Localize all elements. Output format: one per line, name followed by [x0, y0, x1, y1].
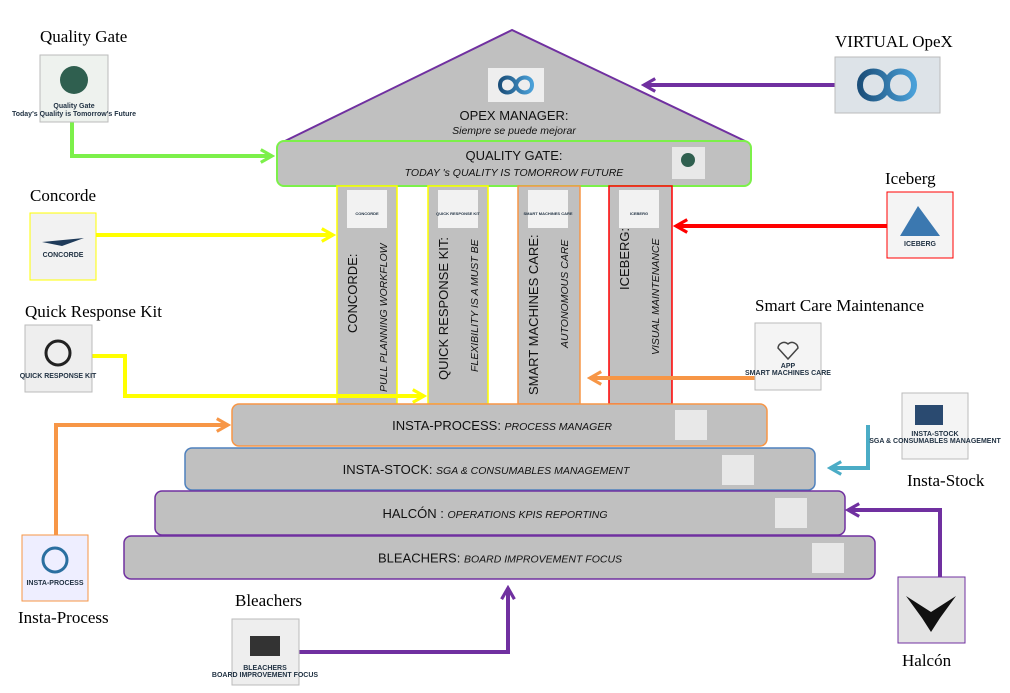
connector-arrows: [54, 77, 942, 654]
label-insta-process: Insta-Process: [18, 608, 109, 627]
step-label: INSTA-STOCK: SGA & CONSUMABLES MANAGEMEN…: [343, 462, 631, 477]
step-subtitle: PROCESS MANAGER: [505, 421, 613, 433]
step-subtitle: OPERATIONS KPIS REPORTING: [447, 509, 607, 521]
quality-gate-subtitle: TODAY 's QUALITY IS TOMORROW FUTURE: [405, 167, 625, 179]
arrow-insta-stock: [826, 425, 870, 476]
svg-text:SMART MACHINES CARE: SMART MACHINES CARE: [523, 211, 572, 216]
pillar-logo: [347, 190, 387, 228]
step-subtitle: SGA & CONSUMABLES MANAGEMENT: [436, 465, 631, 477]
hawk-icon: [906, 596, 956, 632]
step-label: BLEACHERS: BOARD IMPROVEMENT FOCUS: [378, 551, 622, 566]
thumb-insta-stock: [901, 392, 969, 460]
pillar-4: ICEBERG ICEBERG: VISUAL MAINTENANCE: [608, 185, 673, 405]
svg-text:SGA & CONSUMABLES MANAGEMENT: SGA & CONSUMABLES MANAGEMENT: [869, 438, 1001, 445]
step-logo: [675, 410, 707, 440]
step-subtitle: BOARD IMPROVEMENT FOCUS: [464, 554, 622, 566]
step-1: INSTA-PROCESS: PROCESS MANAGER: [231, 403, 768, 447]
foundation-steps: INSTA-PROCESS: PROCESS MANAGER INSTA-STOC…: [123, 403, 876, 580]
arrow-quality-gate: [70, 122, 276, 164]
svg-text:CONCORDE: CONCORDE: [355, 211, 379, 216]
label-concorde: Concorde: [30, 186, 96, 205]
svg-text:CONCORDE: CONCORDE: [43, 252, 84, 259]
arrow-insta-process: [54, 417, 232, 535]
label-virtual-opex: VIRTUAL OpeX: [835, 32, 953, 51]
step-title: INSTA-PROCESS:: [392, 418, 504, 433]
pillar-title: SMART MACHINES CARE:: [526, 234, 541, 395]
roof-opex-manager: OPEX MANAGER: Siempre se puede mejorar: [284, 28, 746, 142]
svg-text:Quality Gate: Quality Gate: [53, 103, 94, 110]
label-iceberg: Iceberg: [885, 169, 936, 188]
svg-text:Today's Quality is Tomorrow's: Today's Quality is Tomorrow's Future: [12, 111, 136, 118]
infinity-icon: [856, 68, 918, 102]
pillar-logo: [438, 190, 478, 228]
label-halcon: Halcón: [902, 651, 952, 670]
roof-subtitle: Siempre se puede mejorar: [452, 125, 576, 137]
step-title: HALCÓN :: [382, 506, 447, 521]
svg-text:QUICK RESPONSE KIT: QUICK RESPONSE KIT: [436, 211, 480, 216]
label-bleachers: Bleachers: [235, 591, 302, 610]
svg-text:SMART MACHINES CARE: SMART MACHINES CARE: [745, 370, 831, 377]
svg-text:BLEACHERS: BLEACHERS: [243, 665, 287, 672]
pillars: CONCORDE CONCORDE: PULL PLANNING WORKFLOW Q…: [336, 185, 673, 405]
thumb-insta-process: [21, 534, 89, 602]
step-3: HALCÓN : OPERATIONS KPIS REPORTING: [154, 490, 846, 536]
thumb-concorde: [29, 212, 97, 281]
roof-title: OPEX MANAGER:: [459, 108, 568, 123]
label-insta-stock: Insta-Stock: [907, 471, 985, 490]
pillar-subtitle: AUTONOMOUS CARE: [559, 239, 571, 349]
svg-text:QUICK RESPONSE KIT: QUICK RESPONSE KIT: [20, 373, 97, 380]
svg-text:BOARD IMPROVEMENT FOCUS: BOARD IMPROVEMENT FOCUS: [212, 672, 319, 679]
step-logo: [812, 543, 844, 573]
svg-text:INSTA-STOCK: INSTA-STOCK: [911, 431, 958, 438]
pillar-subtitle: VISUAL MAINTENANCE: [650, 238, 662, 355]
svg-text:APP: APP: [781, 363, 796, 370]
label-smart-care-maintenance: Smart Care Maintenance: [755, 296, 924, 315]
pillar-title: CONCORDE:: [345, 254, 360, 333]
step-title: INSTA-STOCK:: [343, 462, 436, 477]
step-title: BLEACHERS:: [378, 551, 464, 566]
label-quick-response-kit: Quick Response Kit: [25, 302, 162, 321]
pillar-subtitle: PULL PLANNING WORKFLOW: [378, 242, 390, 392]
infinity-icon: [497, 75, 535, 95]
arrow-halcon: [844, 502, 942, 577]
step-logo: [775, 498, 807, 528]
arrow-qrk: [92, 354, 428, 404]
thumb-smart-care: [754, 322, 822, 391]
svg-text:INSTA-PROCESS: INSTA-PROCESS: [26, 580, 83, 587]
pillar-title: QUICK RESPONSE KIT:: [436, 237, 451, 380]
step-label: INSTA-PROCESS: PROCESS MANAGER: [392, 418, 612, 433]
arrow-bleachers: [299, 584, 516, 654]
quality-gate-title: QUALITY GATE:: [465, 148, 562, 163]
quality-gate-bar: QUALITY GATE: TODAY 's QUALITY IS TOMORR…: [276, 140, 752, 187]
pillar-title: ICEBERG:: [617, 228, 632, 290]
step-2: INSTA-STOCK: SGA & CONSUMABLES MANAGEMEN…: [184, 447, 816, 491]
label-quality-gate: Quality Gate: [40, 27, 127, 46]
pillar-subtitle: FLEXIBILITY IS A MUST BE: [469, 238, 481, 372]
sources: Quality Gate Quality Gate Today's Qualit…: [12, 27, 1002, 686]
svg-text:ICEBERG: ICEBERG: [630, 211, 648, 216]
step-4: BLEACHERS: BOARD IMPROVEMENT FOCUS: [123, 535, 876, 580]
svg-text:ICEBERG: ICEBERG: [904, 241, 936, 248]
pillar-logo: [528, 190, 568, 228]
thumb-quick-response-kit: [24, 324, 93, 393]
thumb-halcon: [897, 576, 966, 644]
step-label: HALCÓN : OPERATIONS KPIS REPORTING: [382, 506, 607, 521]
pillar-1: CONCORDE CONCORDE: PULL PLANNING WORKFLOW: [336, 185, 398, 405]
pillar-3: SMART MACHINES CARE SMART MACHINES CARE: A…: [517, 185, 581, 405]
pillar-logo: [619, 190, 659, 228]
pillar-2: QUICK RESPONSE KIT QUICK RESPONSE KIT: FLE…: [427, 185, 489, 405]
step-logo: [722, 455, 754, 485]
